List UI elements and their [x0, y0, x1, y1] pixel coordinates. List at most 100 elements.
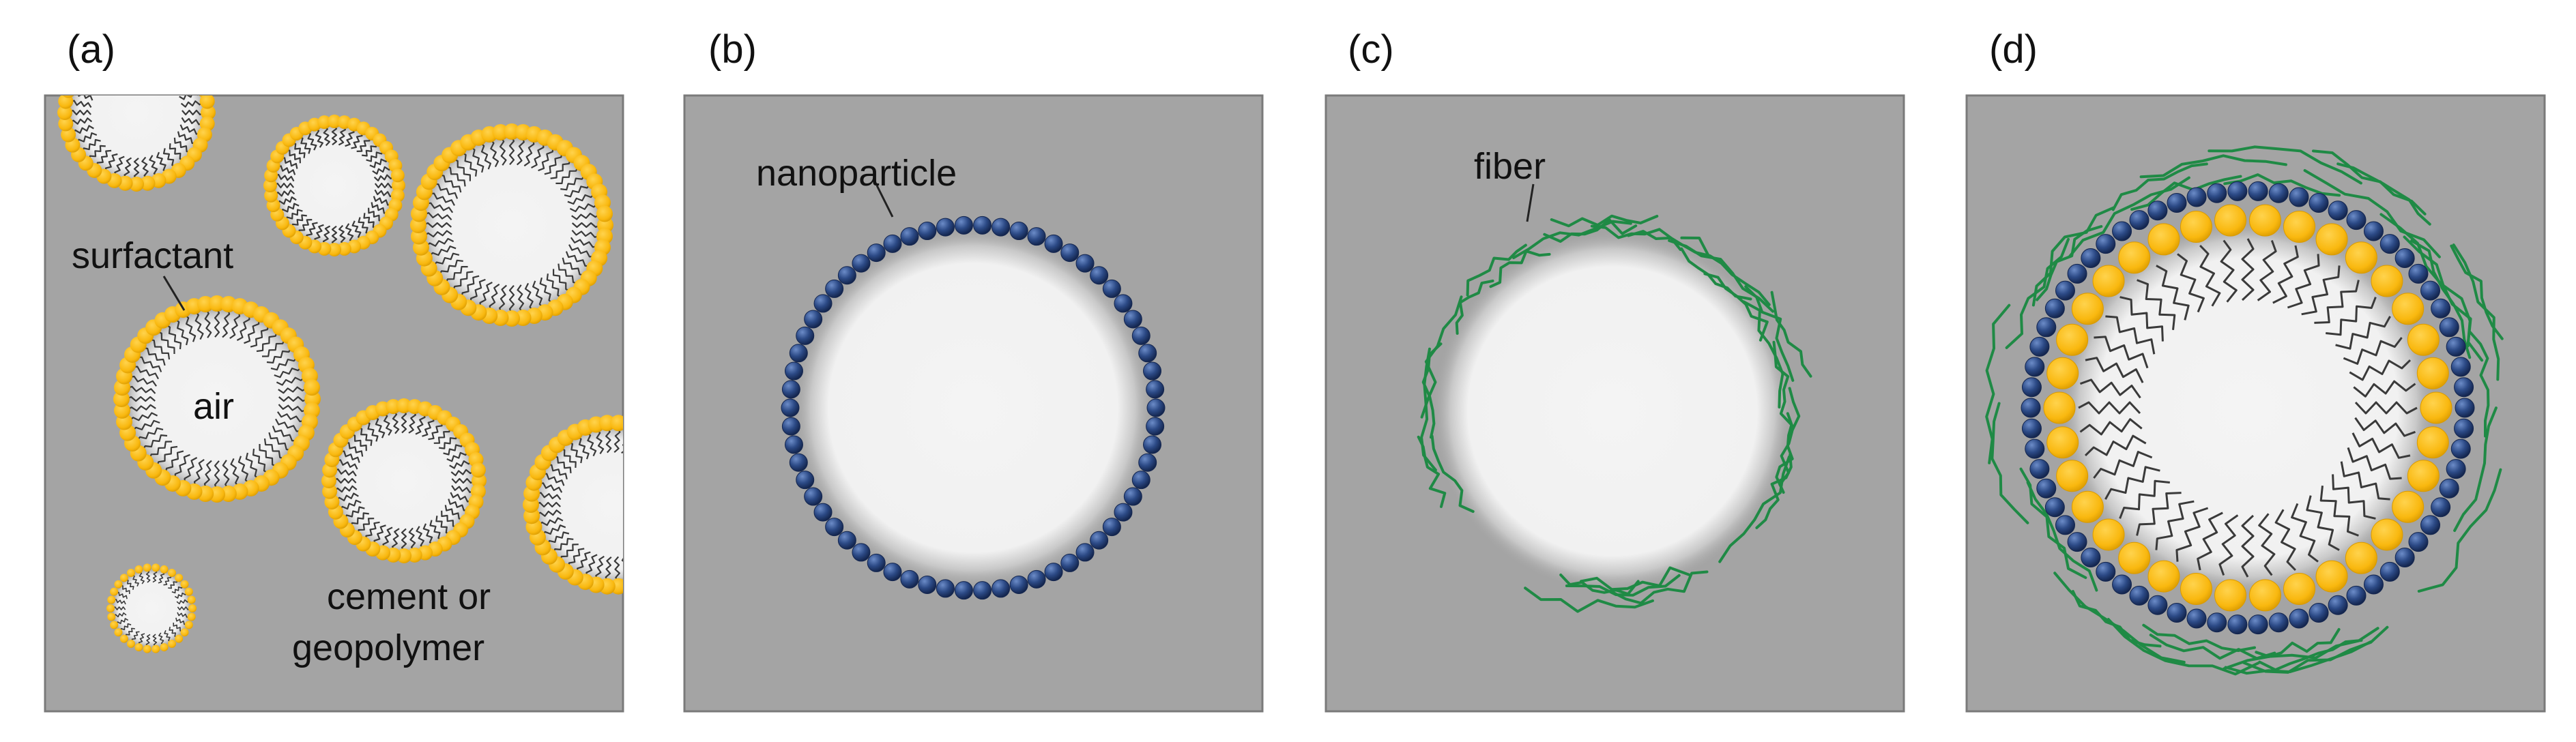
surfactant-tail — [2343, 337, 2403, 365]
nanoparticle — [2454, 418, 2474, 439]
surfactant-tail — [2218, 514, 2239, 576]
surfactant-tail — [184, 457, 198, 484]
surfactant-head — [2071, 490, 2104, 523]
surfactant-tail — [230, 458, 240, 488]
nanoparticle — [2096, 234, 2116, 254]
surfactant-tail — [177, 131, 197, 145]
nanoparticle — [2439, 317, 2459, 338]
nanoparticle — [2186, 187, 2207, 207]
surfactant-tail — [415, 413, 426, 435]
surfactant-head — [134, 643, 143, 652]
surfactant-tail — [2241, 514, 2255, 578]
surfactant-tail — [536, 492, 562, 501]
surfactant-tail — [630, 553, 639, 577]
nanoparticle — [2207, 612, 2227, 633]
surfactant-tail — [428, 421, 443, 441]
nanoparticle — [2420, 280, 2441, 301]
surfactant-tail — [291, 214, 307, 228]
surfactant-tail — [2241, 238, 2255, 301]
nanoparticle — [2363, 574, 2384, 595]
surfactant-head — [187, 612, 196, 621]
nanoparticle — [973, 581, 992, 600]
surfactant-head — [632, 574, 648, 590]
panel-b-pore — [781, 216, 1166, 600]
surfactant-tail — [82, 73, 98, 87]
surfactant-head — [129, 33, 144, 48]
surfactant-head — [661, 436, 677, 453]
surfactant-head — [328, 243, 341, 256]
air-bubble — [418, 132, 605, 318]
surfactant-head — [2046, 426, 2079, 459]
surfactant-tail — [489, 283, 500, 312]
nanoparticle — [2363, 221, 2384, 241]
fiber — [1550, 214, 1659, 228]
surfactant-tail — [336, 492, 359, 501]
surfactant-tail — [331, 125, 338, 146]
surfactant-tail — [546, 531, 570, 546]
surfactant-head — [2420, 391, 2452, 424]
surfactant-tail — [374, 182, 395, 189]
surfactant-tail — [2353, 380, 2416, 398]
surfactant-tail — [2220, 239, 2238, 303]
nanoparticle — [2446, 336, 2466, 357]
surfactant-tail — [450, 469, 474, 477]
nanoparticle — [852, 543, 871, 562]
surfactant-tail — [369, 158, 389, 168]
surfactant-tail — [174, 318, 189, 346]
surfactant-tail — [276, 196, 297, 205]
surfactant-head — [2283, 572, 2316, 605]
surfactant-tail — [621, 558, 623, 562]
surfactant-tail — [595, 555, 605, 580]
surfactant-head — [127, 639, 135, 648]
surfactant-head — [87, 47, 102, 62]
fiber — [1703, 272, 1769, 342]
nanoparticle — [2167, 603, 2187, 623]
surfactant-tail — [508, 136, 515, 166]
surfactant-head — [2147, 223, 2180, 256]
surfactant-tail — [660, 474, 683, 484]
surfactant-tail — [214, 308, 220, 338]
nanoparticle — [1009, 575, 1028, 594]
surfactant-tail — [363, 213, 377, 229]
surfactant-tail — [229, 310, 241, 339]
surfactant-head — [322, 484, 338, 499]
surfactant-bubble — [57, 33, 216, 192]
surfactant-head — [114, 628, 123, 637]
nanoparticle — [796, 326, 815, 345]
surfactant-tail — [2136, 492, 2182, 536]
nanoparticle — [781, 417, 800, 436]
nanoparticle — [1146, 380, 1165, 399]
surfactant-head — [2248, 579, 2281, 612]
nanoparticle — [2379, 234, 2400, 254]
nanoparticle — [2044, 298, 2065, 318]
surfactant-tail — [422, 523, 434, 546]
air-pore — [1432, 231, 1793, 592]
surfactant-tail — [517, 284, 525, 314]
surfactant-bubble — [106, 563, 197, 653]
surfactant-tail — [278, 386, 308, 394]
surfactant-head — [187, 595, 196, 604]
surfactant-head — [470, 462, 486, 478]
surfactant-head — [2416, 426, 2449, 459]
nanoparticle — [1009, 222, 1028, 241]
surfactant-head — [2214, 204, 2247, 237]
surfactant-tail — [334, 485, 358, 493]
surfactant-tail — [72, 125, 94, 134]
surfactant-head — [187, 63, 202, 78]
surfactant-tail — [2257, 239, 2277, 301]
surfactant-tail — [564, 183, 591, 198]
surfactant-tail — [176, 599, 190, 605]
panel-d-pore — [1985, 145, 2504, 676]
surfactant-tail — [128, 412, 158, 421]
nanoparticle — [883, 563, 902, 582]
surfactant-head — [151, 563, 160, 572]
surfactant-head — [168, 639, 176, 648]
surfactant-head — [63, 95, 74, 98]
surfactant-tail — [266, 347, 293, 363]
panel-a-letter: (a) — [67, 27, 115, 72]
nanoparticle — [1138, 344, 1157, 363]
matrix-label-line2: geopolymer — [292, 627, 484, 668]
surfactant-tail — [441, 510, 458, 528]
surfactant-tail — [2137, 279, 2176, 330]
